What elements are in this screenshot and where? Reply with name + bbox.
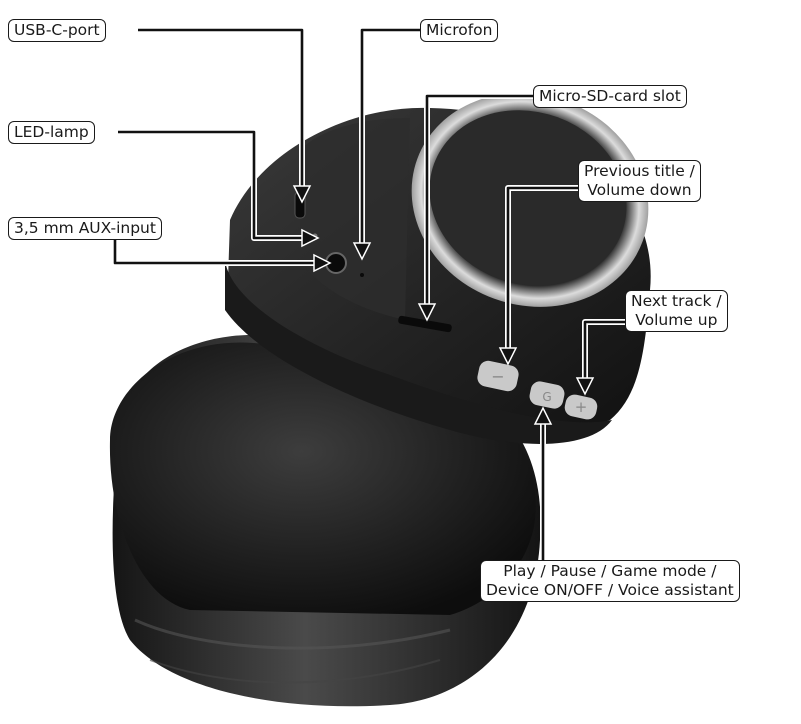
minus-button-shape: − [477, 360, 519, 392]
led-arrowhead [301, 228, 320, 248]
next-arrowhead [575, 377, 595, 396]
microphone-hole-shape [360, 273, 364, 277]
next-track-label: Next track / Volume up [625, 290, 728, 332]
microfon-leader [360, 28, 420, 245]
microfon-label: Microfon [420, 19, 499, 42]
led-leader [118, 130, 304, 240]
micro-sd-slot-label: Micro-SD-card slot [533, 85, 687, 108]
plus-button-glyph: + [575, 398, 588, 416]
plus-button-shape: + [564, 394, 598, 420]
usb-c-port-label: USB-C-port [8, 19, 106, 42]
previous-title-label: Previous title / Volume down [578, 160, 701, 202]
microfon-arrowhead [352, 242, 372, 261]
previous-title-line-2: Volume down [587, 181, 692, 199]
play-arrowhead [533, 406, 553, 425]
minus-button-glyph: − [491, 367, 504, 386]
next-track-line-1: Next track / [631, 292, 722, 310]
aux-leader [113, 229, 316, 265]
leader-lines [112, 27, 625, 560]
micro-sd-slot-shape [398, 315, 452, 333]
previous-arrowhead [498, 347, 518, 366]
aux-arrowhead [313, 253, 332, 273]
play-pause-label: Play / Pause / Game mode / Device ON/OFF… [480, 560, 740, 602]
led-lamp-label: LED-lamp [8, 121, 95, 144]
aux-input-label: 3,5 mm AUX-input [8, 217, 162, 240]
usb-c-arrowhead [292, 185, 312, 204]
micro-sd-arrowhead [417, 303, 437, 322]
previous-leader [506, 186, 578, 350]
play-pause-line-2: Device ON/OFF / Voice assistant [486, 581, 734, 599]
mode-button-shape: G [529, 381, 565, 409]
previous-title-line-1: Previous title / [584, 162, 695, 180]
micro-sd-leader [425, 94, 533, 306]
arrow-heads [292, 185, 595, 425]
play-pause-line-1: Play / Pause / Game mode / [503, 562, 717, 580]
usb-c-leader [138, 28, 304, 188]
next-leader [583, 320, 625, 380]
next-track-line-2: Volume up [635, 311, 718, 329]
mode-button-glyph: G [542, 390, 551, 404]
